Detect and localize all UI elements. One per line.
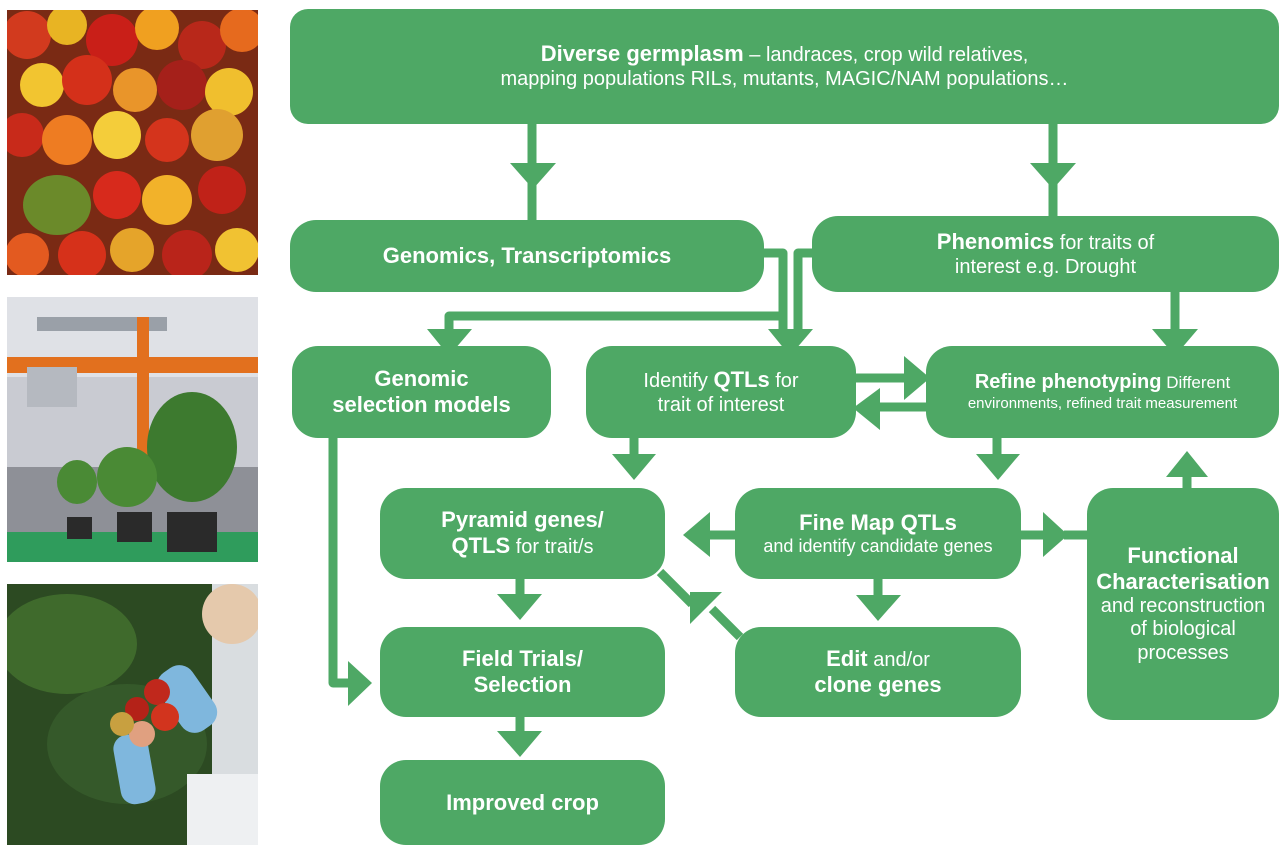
genomic-selection-line2: selection models	[332, 392, 511, 417]
arrowhead-edit	[856, 595, 901, 621]
germplasm-line2: mapping populations RILs, mutants, MAGIC…	[500, 68, 1069, 90]
arrowhead-refine-from-functional	[1166, 451, 1208, 477]
fine-map-line2: and identify candidate genes	[763, 535, 993, 556]
arrowhead-phenomics	[1030, 163, 1076, 189]
connector-genomics-selection	[444, 311, 780, 330]
arrowhead-finemap-functional	[1043, 512, 1068, 557]
connector-edit-pyramid	[708, 605, 744, 641]
fine-map-qtls-box: Fine Map QTLs and identify candidate gen…	[735, 488, 1021, 579]
arrowhead-refine-qtls	[853, 388, 880, 430]
connector-genomics-qtls	[764, 248, 788, 330]
arrowhead-improved	[497, 731, 542, 757]
pyramid-genes-box: Pyramid genes/ QTLS for trait/s	[380, 488, 665, 579]
diverse-germplasm-box: Diverse germplasm – landraces, crop wild…	[290, 9, 1279, 124]
genomics-title: Genomics, Transcriptomics	[382, 243, 672, 269]
tomato-harvest-photo	[7, 584, 258, 845]
refine-line2: environments, refined trait measurement	[967, 394, 1238, 412]
phenotyping-platform-photo	[7, 297, 258, 562]
tomato-pile-image	[7, 10, 258, 275]
refine-title: Refine phenotyping	[974, 371, 1162, 394]
functional-line3: and reconstruction	[1100, 594, 1266, 617]
improved-crop-box: Improved crop	[380, 760, 665, 845]
edit-bold1: Edit	[826, 645, 868, 671]
edit-line2: clone genes	[814, 672, 942, 698]
identify-qtls-pre: Identify	[643, 369, 714, 392]
arrowhead-pyramid	[612, 454, 656, 480]
functional-line4: of biological	[1130, 618, 1236, 641]
identify-qtls-bold: QTLs	[713, 366, 770, 392]
germplasm-rest: – landraces, crop wild relatives,	[743, 44, 1029, 67]
genomic-selection-models-box: Genomic selection models	[292, 346, 551, 438]
arrowhead-field-trials	[497, 594, 542, 620]
phenomics-title: Phenomics	[936, 228, 1055, 254]
field-trials-box: Field Trials/ Selection	[380, 627, 665, 717]
genomic-selection-line1: Genomic	[374, 366, 469, 392]
arrowhead-selection-field	[348, 661, 372, 706]
arrowhead-qtls	[768, 329, 813, 356]
arrowhead-genomic-selection	[427, 329, 472, 356]
connector-selection-field	[328, 436, 350, 688]
tomato-harvest-image	[7, 584, 258, 845]
connector-phenomics-qtls	[793, 248, 812, 330]
phenomics-line2: interest e.g. Drought	[954, 255, 1137, 278]
edit-clone-genes-box: Edit and/or clone genes	[735, 627, 1021, 717]
arrowhead-edit-pyramid	[690, 592, 722, 624]
identify-qtls-post: for	[769, 369, 799, 392]
pyramid-rest2: for trait/s	[510, 536, 594, 559]
tomato-pile-photo	[7, 10, 258, 275]
functional-line2: Characterisation	[1096, 568, 1270, 594]
functional-line1: Functional	[1127, 542, 1239, 568]
field-trials-line2: Selection	[473, 672, 572, 697]
pyramid-line1: Pyramid genes/	[441, 507, 604, 533]
arrowhead-refine	[1152, 329, 1198, 356]
improved-crop-title: Improved crop	[446, 789, 599, 815]
refine-phenotyping-box: Refine phenotyping Different environment…	[926, 346, 1279, 438]
identify-qtls-box: Identify QTLs for trait of interest	[586, 346, 856, 438]
fine-map-title: Fine Map QTLs	[799, 509, 957, 535]
arrowhead-qtls-refine	[904, 356, 930, 400]
arrowhead-finemap-pyramid	[683, 512, 710, 557]
functional-line5: processes	[1137, 641, 1229, 664]
germplasm-title: Diverse germplasm	[540, 41, 744, 67]
arrowhead-finemap	[976, 454, 1020, 480]
phenomics-box: Phenomics for traits of interest e.g. Dr…	[812, 216, 1279, 292]
genomics-transcriptomics-box: Genomics, Transcriptomics	[290, 220, 764, 292]
arrowhead-genomics	[510, 163, 556, 189]
pyramid-bold2: QTLS	[451, 533, 511, 559]
refine-rest: Different	[1161, 373, 1231, 393]
phenotyping-platform-image	[7, 297, 258, 562]
edit-rest1: and/or	[867, 648, 930, 671]
identify-qtls-line2: trait of interest	[657, 393, 785, 416]
field-trials-line1: Field Trials/	[461, 646, 584, 672]
phenomics-rest: for traits of	[1054, 231, 1155, 254]
connector-edit-pyramid-tail	[656, 568, 696, 608]
functional-characterisation-box: Functional Characterisation and reconstr…	[1087, 488, 1279, 720]
